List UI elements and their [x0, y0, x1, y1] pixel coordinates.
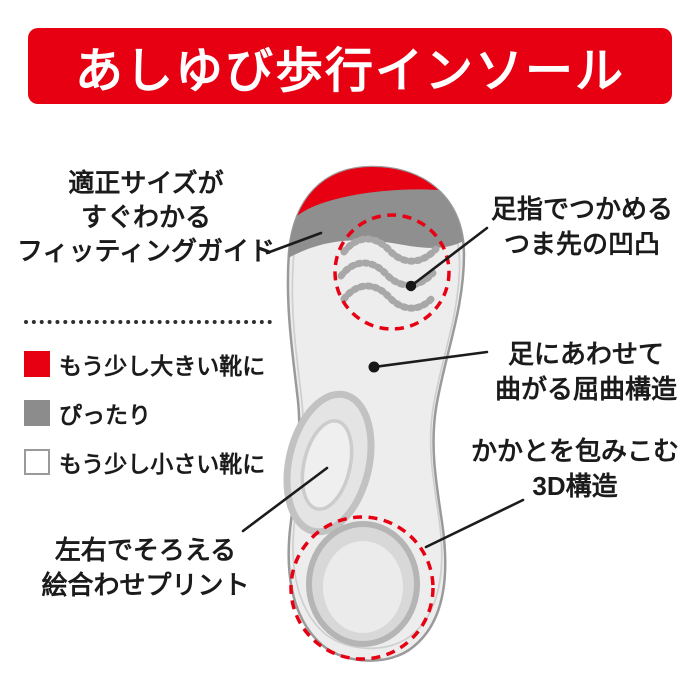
legend-item-larger-shoes: もう少し大きい靴に: [24, 347, 265, 381]
flex-connector-dot: [368, 361, 380, 373]
connector-lines: [241, 226, 525, 549]
connector-print: [241, 466, 329, 533]
heel-cup: [306, 521, 420, 647]
annotation-pairing-print-line2: 絵合わせプリント: [41, 570, 250, 600]
connector-fitting-guide: [265, 231, 323, 255]
annotation-flex-line1: 足にあわせて: [507, 339, 664, 369]
annotation-fitting-guide-line2: すぐわかる: [80, 202, 211, 232]
legend-swatch-gray: [24, 400, 50, 426]
insole-inner-contour: [291, 178, 461, 650]
annotation-fitting-guide-line1: 適正サイズが: [68, 168, 224, 198]
toe-texture: [337, 235, 440, 312]
size-legend: もう少し大きい靴に ぴったり もう少し小さい靴に: [24, 347, 265, 479]
annotation-heel-line1: かかとを包みこむ: [470, 436, 679, 466]
annotation-flex-structure: 足にあわせて 曲がる屈曲構造: [476, 337, 696, 407]
connector-flex: [372, 350, 489, 369]
annotation-pairing-print-line1: 左右でそろえる: [54, 535, 237, 565]
legend-swatch-red: [24, 351, 50, 377]
heel-cup-inner: [323, 541, 403, 633]
legend-label-larger-shoes: もう少し大きい靴に: [59, 353, 266, 379]
toe-dashed-circle: [333, 213, 451, 331]
toe-texture-wave: [337, 259, 437, 289]
annotation-flex-line2: 曲がる屈曲構造: [494, 374, 677, 404]
annotation-toe-grip-line2: つま先の凹凸: [503, 229, 660, 259]
annotation-pairing-print: 左右でそろえる 絵合わせプリント: [18, 533, 273, 603]
legend-label-smaller-shoes: もう少し小さい靴に: [59, 451, 266, 477]
toe-connector-dot: [405, 280, 417, 292]
legend-swatch-white: [24, 449, 50, 475]
connector-heel: [424, 498, 525, 549]
annotation-fitting-guide-line3: フィッティングガイド: [17, 236, 275, 266]
annotation-heel-3d: かかとを包みこむ 3D構造: [455, 434, 695, 504]
dotted-divider: [24, 320, 272, 324]
toe-texture-wave: [340, 282, 438, 312]
heel-dashed-circle: [289, 515, 435, 661]
print-inner-ring: [300, 419, 354, 511]
legend-label-perfect-fit: ぴったり: [59, 402, 151, 428]
annotation-fitting-guide: 適正サイズが すぐわかる フィッティングガイド: [16, 166, 276, 268]
annotation-toe-grip: 足指でつかめる つま先の凹凸: [472, 192, 692, 262]
toe-texture-wave: [340, 235, 440, 265]
annotation-heel-line2: 3D構造: [532, 471, 618, 501]
connector-toe: [409, 226, 489, 288]
annotation-toe-grip-line1: 足指でつかめる: [490, 194, 673, 224]
print-area: [283, 390, 375, 536]
legend-item-perfect-fit: ぴったり: [24, 396, 265, 430]
title-banner: あしゆび歩行インソール: [28, 28, 672, 104]
page-title: あしゆび歩行インソール: [74, 45, 625, 98]
legend-item-smaller-shoes: もう少し小さい靴に: [24, 445, 265, 479]
